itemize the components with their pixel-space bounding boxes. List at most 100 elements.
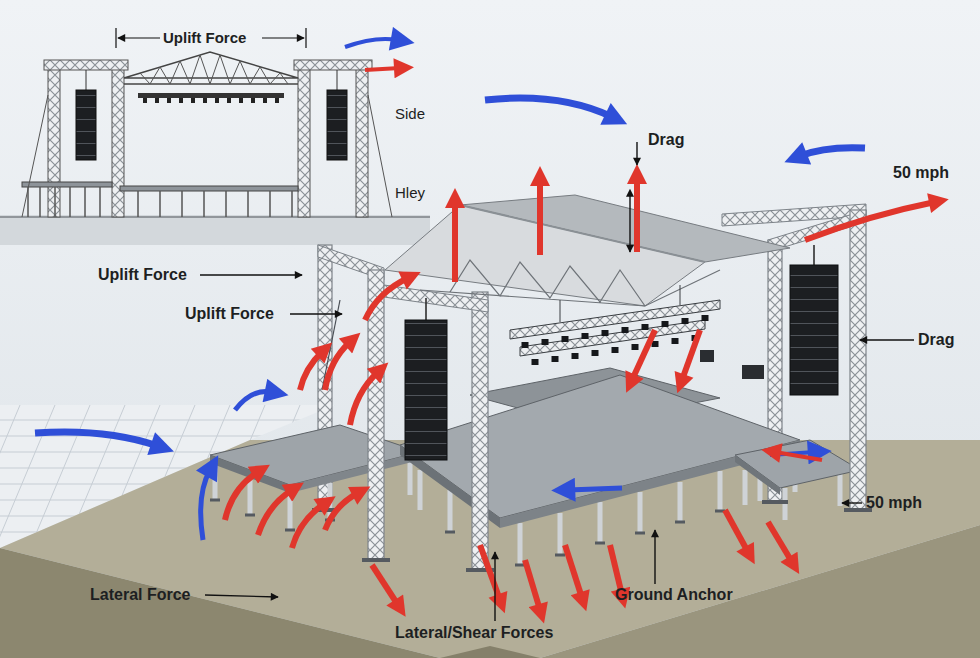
lighting-truss <box>525 315 705 365</box>
force-arrow-red <box>775 452 822 460</box>
force-arrow-red <box>365 278 408 320</box>
force-arrow-red <box>292 504 324 548</box>
force-label: 50 mph <box>893 163 949 183</box>
leader-line <box>842 502 862 503</box>
inset-side-view <box>28 187 292 217</box>
wind-arrow-blue <box>35 432 158 446</box>
wind-arrow-blue <box>485 98 612 117</box>
force-arrow-red <box>225 472 258 520</box>
inset-side-view <box>0 52 430 245</box>
inset-side-view <box>22 95 48 217</box>
wind-arrow-blue <box>568 488 622 490</box>
force-label: Ground Anchor <box>615 585 733 605</box>
force-label: Lateral Force <box>90 585 190 605</box>
inset-side-view <box>294 60 372 70</box>
inset-side-view <box>22 182 112 187</box>
force-arrow-red <box>325 342 350 390</box>
leader-line <box>290 313 342 314</box>
force-arrow-red <box>225 68 935 610</box>
inset-side-view <box>48 64 60 217</box>
dimension-bracket <box>262 37 304 38</box>
line-array-speaker <box>425 298 427 320</box>
force-arrow-red <box>350 372 378 425</box>
force-arrow-red <box>634 178 640 252</box>
force-arrow-red <box>565 545 582 598</box>
wind-arrow-blue <box>800 148 865 156</box>
force-label: Hley <box>395 183 425 203</box>
ground-block <box>440 646 540 658</box>
force-arrow-red <box>452 202 458 282</box>
force-arrow-red <box>325 493 358 530</box>
force-label: Side <box>395 104 425 124</box>
inset-side-view <box>138 93 284 98</box>
wind-arrow-blue <box>35 39 865 540</box>
force-arrow-red <box>537 180 543 255</box>
stage-roof <box>385 195 790 306</box>
force-arrow-red <box>365 68 400 70</box>
truss-tower <box>850 210 866 510</box>
dimension-bracket <box>118 37 160 38</box>
force-label: Drag <box>648 130 684 150</box>
force-label: Lateral/Shear Forces <box>395 623 553 643</box>
inset-side-view <box>112 64 124 217</box>
lighting-truss <box>560 285 680 322</box>
wind-arrow-blue <box>201 470 210 540</box>
line-array-speaker <box>405 320 447 460</box>
truss-tower <box>384 285 488 312</box>
inset-side-view <box>368 95 392 217</box>
force-arrow-red <box>805 202 935 240</box>
stage-deck <box>210 425 420 485</box>
leader-line <box>860 339 914 340</box>
inset-side-view <box>76 90 96 160</box>
inset-side-view <box>327 90 347 160</box>
inset-side-view <box>356 64 368 217</box>
force-arrow-red <box>768 522 792 562</box>
force-arrow-red <box>632 330 655 380</box>
inset-side-view <box>337 70 338 90</box>
inset-side-view <box>44 60 128 70</box>
force-arrow-red <box>480 545 500 600</box>
lighting-truss <box>510 285 720 365</box>
force-label: 50 mph <box>866 493 922 513</box>
wind-arrow-blue <box>235 391 272 410</box>
ground-block <box>540 525 980 658</box>
force-label: Uplift Force <box>185 304 274 324</box>
dimension-bracket <box>116 28 306 48</box>
wind-arrow-blue <box>345 39 398 47</box>
force-label: Drag <box>918 330 954 350</box>
leader-line <box>636 142 637 165</box>
line-array-speaker <box>813 245 815 265</box>
force-arrow-red <box>300 352 322 390</box>
stage-deck <box>210 500 725 565</box>
dimension-bracket <box>116 28 306 48</box>
force-arrow-red <box>372 565 398 605</box>
inset-side-view <box>124 52 298 78</box>
line-array-speaker <box>742 365 764 379</box>
inset-side-view <box>298 64 310 217</box>
stage-deck <box>210 368 860 565</box>
stage-deck <box>735 440 860 488</box>
leader-line <box>494 552 495 621</box>
stage-deck <box>735 455 780 495</box>
force-arrow-red <box>725 510 748 552</box>
force-arrow-red <box>525 560 540 610</box>
inset-side-view <box>86 70 87 90</box>
line-array-speaker <box>790 265 838 395</box>
stage-roof <box>420 260 720 306</box>
leader-line <box>654 530 655 584</box>
leader-line <box>205 595 278 597</box>
force-label: Uplift Force <box>98 265 187 285</box>
inset-side-view <box>0 215 430 245</box>
force-arrow-red <box>258 490 292 535</box>
ground-block <box>0 548 440 658</box>
truss-tower <box>472 292 488 570</box>
inset-side-view <box>120 186 298 191</box>
inset-side-view <box>145 98 277 103</box>
leader-line <box>200 142 914 621</box>
truss-tower <box>312 502 872 570</box>
stage-deck <box>290 452 420 493</box>
stage-roof <box>460 205 705 262</box>
